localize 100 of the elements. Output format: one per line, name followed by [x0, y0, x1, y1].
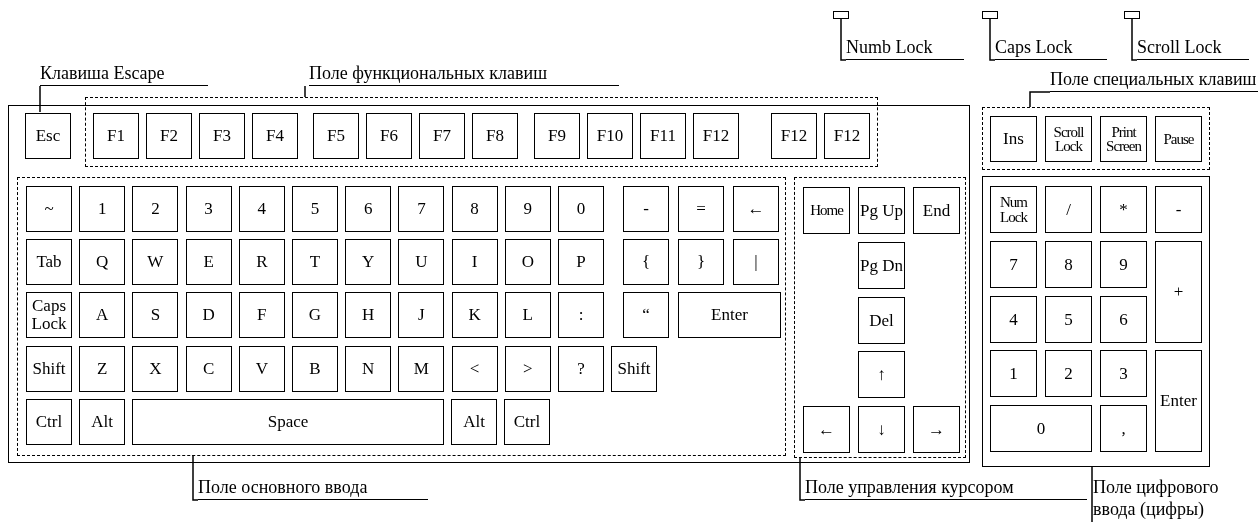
callout-label: Поле цифрового ввода (цифры) — [1093, 476, 1259, 522]
callout-label: Клавиша Escape — [40, 62, 208, 86]
key: 6 — [1100, 296, 1147, 343]
special-key-field — [982, 107, 1210, 170]
key: Q — [79, 239, 126, 285]
key: Enter — [678, 292, 781, 338]
key: 3 — [1100, 350, 1147, 397]
key: Pg Up — [858, 187, 905, 234]
key: ↓ — [858, 406, 905, 453]
key: Home — [803, 187, 850, 234]
key: 0 — [558, 186, 604, 232]
key: 5 — [292, 186, 338, 232]
key: 8 — [451, 186, 498, 232]
key: - — [623, 186, 669, 232]
key: ↑ — [858, 351, 905, 398]
key: H — [345, 292, 392, 338]
key: Pause — [1155, 116, 1202, 162]
key: Tab — [26, 239, 72, 285]
key: O — [504, 239, 551, 285]
key: ~ — [26, 186, 72, 232]
key: F5 — [313, 113, 359, 159]
key: S — [132, 292, 179, 338]
key: Caps Lock — [26, 292, 72, 338]
leader-line — [840, 18, 847, 61]
key: N — [345, 346, 392, 392]
key: V — [238, 346, 285, 392]
key: End — [913, 187, 960, 234]
function-key-field — [85, 97, 878, 167]
key: ← — [803, 406, 850, 453]
key: Ins — [990, 116, 1037, 162]
cursor-control-field — [794, 177, 966, 458]
key: - — [1155, 186, 1202, 233]
key: } — [678, 239, 724, 285]
key: F8 — [472, 113, 518, 159]
key: Z — [79, 346, 126, 392]
key: → — [913, 406, 960, 453]
key: Ctrl — [504, 399, 550, 445]
key: 4 — [990, 296, 1037, 343]
key: M — [398, 346, 445, 392]
leader-line — [1029, 91, 1051, 108]
key: | — [733, 239, 779, 285]
key: Space — [132, 399, 444, 445]
key: 3 — [185, 186, 232, 232]
callout-label: Поле специальных клавиш — [1050, 68, 1258, 92]
key: Num Lock — [990, 186, 1037, 233]
key: A — [79, 292, 126, 338]
keyboard-body — [8, 105, 970, 463]
key: F7 — [419, 113, 465, 159]
key: F9 — [534, 113, 580, 159]
key: Scroll Lock — [1045, 116, 1092, 162]
key: 8 — [1045, 241, 1092, 288]
key: I — [451, 239, 498, 285]
key: “ — [623, 292, 669, 338]
key: Shift — [611, 346, 657, 392]
indicator-light — [1124, 11, 1140, 19]
key: Y — [345, 239, 392, 285]
key: 6 — [345, 186, 392, 232]
leader-line — [304, 85, 306, 98]
callout-label: Поле основного ввода — [198, 476, 428, 500]
key: X — [132, 346, 179, 392]
key: Enter — [1155, 350, 1202, 452]
key: / — [1045, 186, 1092, 233]
key: C — [185, 346, 232, 392]
key: T — [292, 239, 338, 285]
indicator-light — [982, 11, 998, 19]
key: Del — [858, 297, 905, 344]
key: L — [504, 292, 551, 338]
key: { — [623, 239, 669, 285]
key: 1 — [990, 350, 1037, 397]
key: 4 — [238, 186, 285, 232]
leader-line — [1091, 466, 1093, 522]
callout-label: Поле функциональных клавиш — [309, 62, 619, 86]
key: F12 — [693, 113, 739, 159]
key: F1 — [93, 113, 139, 159]
key: = — [678, 186, 724, 232]
key: Alt — [451, 399, 497, 445]
key: P — [558, 239, 604, 285]
key: 1 — [79, 186, 126, 232]
callout-label: Caps Lock — [995, 36, 1107, 60]
key: < — [451, 346, 498, 392]
indicator-light — [833, 11, 849, 19]
key: J — [398, 292, 445, 338]
key: F12 — [771, 113, 817, 159]
key: W — [132, 239, 179, 285]
key: Print Screen — [1100, 116, 1147, 162]
leader-line — [39, 85, 41, 113]
key: F — [238, 292, 285, 338]
key: 9 — [504, 186, 551, 232]
key: Alt — [79, 399, 125, 445]
key: , — [1100, 405, 1147, 452]
main-input-field — [17, 177, 786, 456]
key: ← — [733, 186, 779, 232]
numeric-keypad — [982, 176, 1210, 467]
callout-label: Scroll Lock — [1137, 36, 1249, 60]
key: F4 — [252, 113, 298, 159]
leader-line — [1131, 18, 1138, 61]
key: : — [558, 292, 604, 338]
key: ? — [558, 346, 604, 392]
key: 5 — [1045, 296, 1092, 343]
callout-label: Numb Lock — [846, 36, 964, 60]
